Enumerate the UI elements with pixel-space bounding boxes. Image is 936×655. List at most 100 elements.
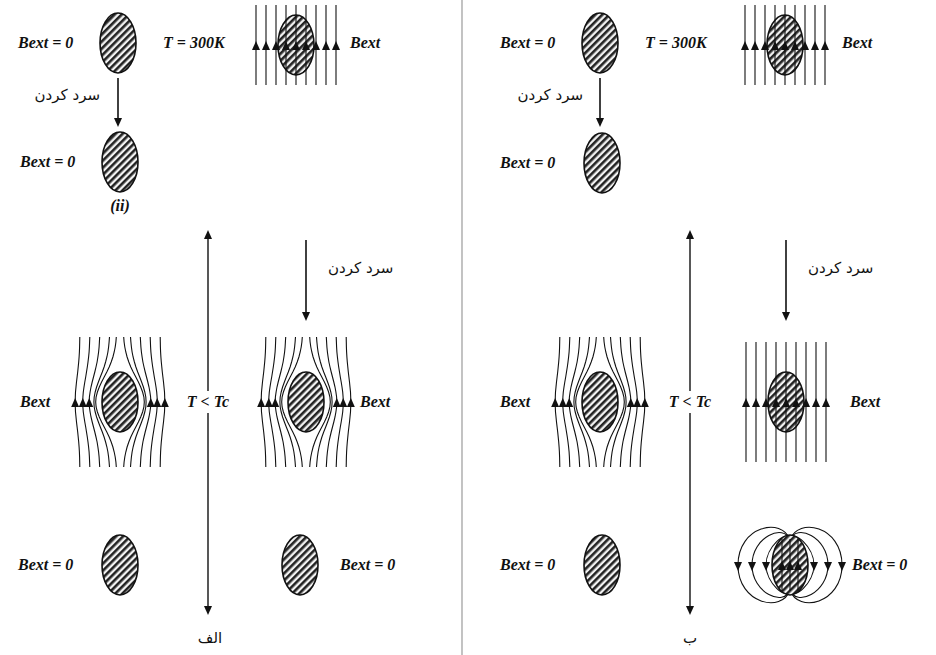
field-label: T < Tc [666, 391, 714, 412]
field-label: Bext = 0 [500, 33, 555, 52]
arrow-head [781, 41, 789, 50]
field-line [282, 337, 303, 467]
arrow-head [302, 312, 310, 321]
arrow-head [641, 398, 649, 407]
arrow-head [741, 41, 749, 50]
arrow-head [761, 41, 769, 50]
arrow-head [147, 398, 155, 407]
field-line [317, 337, 333, 467]
sample-ellipse [584, 133, 620, 193]
arrow-head [271, 398, 279, 407]
arrow-head [322, 41, 330, 50]
field-label: Bext = 0 [18, 555, 73, 574]
arrow-head [786, 561, 794, 570]
sample-ellipse [584, 535, 620, 595]
arrow-head [782, 312, 790, 321]
arrow-head [153, 398, 161, 407]
step-label: سرد کردن [808, 259, 873, 277]
step-label: الف [198, 629, 222, 647]
arrow-head [292, 41, 300, 50]
arrow-head [252, 41, 260, 50]
field-label: Bext = 0 [500, 555, 555, 574]
arrow-head [282, 41, 290, 50]
arrow-head [312, 41, 320, 50]
arrow-head [811, 41, 819, 50]
step-label: ب [683, 629, 697, 647]
arrow-head [627, 398, 635, 407]
sample-ellipse [772, 535, 808, 595]
arrow-head [791, 41, 799, 50]
arrow-head [801, 41, 809, 50]
arrow-head [778, 561, 786, 570]
arrow-head [686, 230, 694, 239]
sample-ellipse [102, 372, 138, 432]
field-label: Bext [842, 33, 872, 52]
arrow-head [762, 562, 770, 571]
field-line [131, 337, 147, 467]
field-label: Bext = 0 [500, 153, 555, 172]
arrow-head [347, 398, 355, 407]
field-label: T = 300K [163, 33, 225, 52]
arrow-head [751, 41, 759, 50]
field-label: (ii) [110, 196, 130, 215]
arrow-head [262, 41, 270, 50]
arrow-head [822, 398, 830, 407]
field-line [576, 337, 597, 467]
sample-ellipse [582, 372, 618, 432]
arrow-head [551, 398, 559, 407]
arrow-head [85, 398, 93, 407]
field-label: Bext = 0 [340, 555, 395, 574]
temperature-axis [207, 236, 208, 608]
arrow-head [114, 118, 122, 127]
arrow-head [802, 398, 810, 407]
arrow-head [792, 398, 800, 407]
sample-ellipse [100, 13, 136, 73]
arrow-head [161, 398, 169, 407]
field-line [96, 337, 117, 467]
arrow-head [633, 398, 641, 407]
arrow-head [821, 41, 829, 50]
field-label: Bext [360, 392, 390, 411]
field-label: Bext = 0 [852, 555, 907, 574]
arrow-head [810, 562, 818, 571]
field-line [310, 337, 331, 467]
arrow-head [71, 398, 79, 407]
arrow-head [339, 398, 347, 407]
arrow-head [771, 41, 779, 50]
arrow-head [257, 398, 265, 407]
field-label: Bext [20, 392, 50, 411]
arrow-head [748, 562, 756, 571]
field-label: Bext = 0 [20, 152, 75, 171]
arrow-head [204, 230, 212, 239]
arrow-head [596, 118, 604, 127]
arrow-head [752, 398, 760, 407]
arrow-head [332, 41, 340, 50]
process-arrow [599, 78, 601, 120]
arrow-head [333, 398, 341, 407]
arrow-head [204, 606, 212, 615]
field-line [604, 337, 625, 467]
arrow-head [838, 562, 846, 571]
arrow-head [762, 398, 770, 407]
step-label: سرد کردن [518, 86, 583, 104]
step-label: سرد کردن [328, 259, 393, 277]
field-label: Bext = 0 [18, 33, 73, 52]
process-arrow [785, 240, 787, 314]
field-line [611, 337, 627, 467]
arrow-head [302, 41, 310, 50]
process-arrow [305, 240, 307, 314]
panel-divider [461, 0, 462, 655]
arrow-head [265, 398, 273, 407]
arrow-head [686, 606, 694, 615]
arrow-head [565, 398, 573, 407]
field-label: Bext [350, 33, 380, 52]
field-line [124, 337, 145, 467]
arrow-head [272, 41, 280, 50]
arrow-head [824, 562, 832, 571]
field-label: T = 300K [645, 33, 707, 52]
sample-ellipse [282, 535, 318, 595]
sample-ellipse [582, 13, 618, 73]
arrow-head [742, 398, 750, 407]
